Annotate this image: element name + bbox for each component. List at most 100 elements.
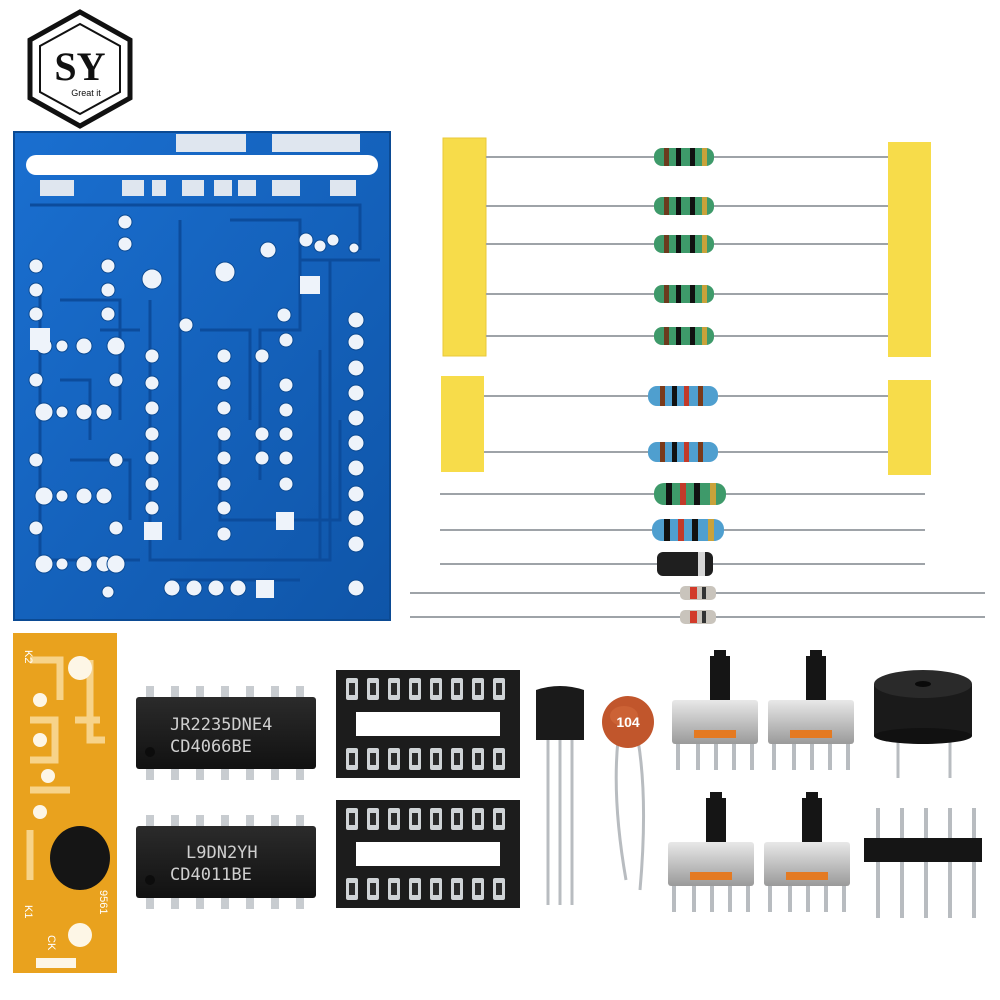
chip-pin <box>171 766 179 780</box>
ic-bottom-line1: L9DN2YH <box>186 843 258 863</box>
pcb-pad <box>254 426 270 442</box>
chip-pin <box>296 895 304 909</box>
resistor-blue <box>484 386 888 406</box>
resistor-green <box>486 327 888 345</box>
resistor-green <box>486 235 888 253</box>
pcb-pad <box>178 317 194 333</box>
chip-pin <box>196 895 204 909</box>
pcb-pad <box>278 377 294 393</box>
chip-pin <box>196 815 204 829</box>
pcb-pad <box>207 579 225 597</box>
pcb-pad <box>106 554 126 574</box>
pcb-pad <box>34 554 54 574</box>
chip-pin <box>196 766 204 780</box>
chip-pin <box>271 815 279 829</box>
pcb-pad <box>216 476 232 492</box>
pcb-pad <box>34 402 54 422</box>
header-pin <box>972 808 976 918</box>
chip-pin <box>296 815 304 829</box>
pcb-pad <box>276 307 292 323</box>
pcb-pad <box>101 585 115 599</box>
resistor-green <box>486 285 888 303</box>
pcb-pad <box>28 520 44 536</box>
pcb-pad <box>216 400 232 416</box>
tape-mid-left <box>441 376 484 472</box>
pcb-top-pads <box>40 134 360 196</box>
header-pin <box>900 808 904 918</box>
pcb-pad <box>278 426 294 442</box>
pcb-pad <box>28 452 44 468</box>
pcb-pad <box>278 450 294 466</box>
capacitor-code: 104 <box>616 714 640 730</box>
pcb-pad <box>75 337 93 355</box>
ic-socket-bottom <box>336 800 520 908</box>
pcb-pad <box>55 489 69 503</box>
ic-bottom-line2: CD4011BE <box>170 865 252 885</box>
pcb-pad <box>326 233 340 247</box>
slide-switch <box>672 650 758 770</box>
pcb-board <box>13 131 391 621</box>
pcb-pad <box>55 405 69 419</box>
pcb-pad <box>347 311 365 329</box>
pcb-pad <box>100 258 116 274</box>
pcb-pad <box>347 333 365 351</box>
header-pin <box>924 808 928 918</box>
pcb-pad <box>216 526 232 542</box>
chip-pin <box>246 895 254 909</box>
pcb-pad <box>347 409 365 427</box>
ic-chip-cd4011: L9DN2YH CD4011BE <box>136 815 316 909</box>
pcb-pad <box>75 555 93 573</box>
pcb-pad <box>75 403 93 421</box>
pcb-pad <box>216 375 232 391</box>
chip-pin <box>296 766 304 780</box>
chip-pin <box>146 766 154 780</box>
chip-pin <box>271 766 279 780</box>
sound-module-label-ck: CK <box>45 935 57 951</box>
resistor-green <box>486 197 888 215</box>
chip-pin <box>296 686 304 700</box>
chip-pin <box>271 895 279 909</box>
pcb-pad <box>347 485 365 503</box>
pcb-square-pads <box>30 276 320 598</box>
chip-pin <box>171 815 179 829</box>
pcb-pad <box>347 384 365 402</box>
slide-switch <box>768 650 854 770</box>
pcb-pad <box>259 241 277 259</box>
buzzer <box>874 670 972 778</box>
diode-small-2 <box>410 610 985 624</box>
pcb-pad <box>95 403 113 421</box>
sound-chip-blob <box>50 826 110 890</box>
resistor-blue <box>484 442 888 462</box>
header-pin <box>876 808 880 918</box>
pcb-pads <box>28 214 365 599</box>
pcb-pad <box>254 348 270 364</box>
sound-module-board: K2 K1 CK 9561 <box>13 633 117 973</box>
pcb-pad <box>144 500 160 516</box>
pcb-pad <box>75 487 93 505</box>
pcb-pad <box>28 372 44 388</box>
pcb-pad <box>254 450 270 466</box>
pcb-pad <box>28 282 44 298</box>
header-pin <box>948 808 952 918</box>
pcb-pad <box>34 486 54 506</box>
header-base <box>864 838 982 862</box>
pin-header <box>864 808 982 918</box>
chip-pin <box>146 815 154 829</box>
chip-pin <box>171 686 179 700</box>
pcb-pad <box>216 426 232 442</box>
pcb-pad <box>95 487 113 505</box>
pcb-pad <box>347 434 365 452</box>
resistor-green <box>486 148 888 166</box>
slide-switch <box>764 792 850 912</box>
slide-switch <box>668 792 754 912</box>
pcb-pad <box>216 348 232 364</box>
slide-switches <box>668 650 854 912</box>
pcb-pad <box>144 348 160 364</box>
sound-module-label-model: 9561 <box>97 890 109 914</box>
pcb-pad <box>117 214 133 230</box>
chip-pin <box>196 686 204 700</box>
pcb-pad <box>100 282 116 298</box>
chip-pin <box>271 686 279 700</box>
pcb-pad <box>144 476 160 492</box>
chip-pin <box>221 686 229 700</box>
